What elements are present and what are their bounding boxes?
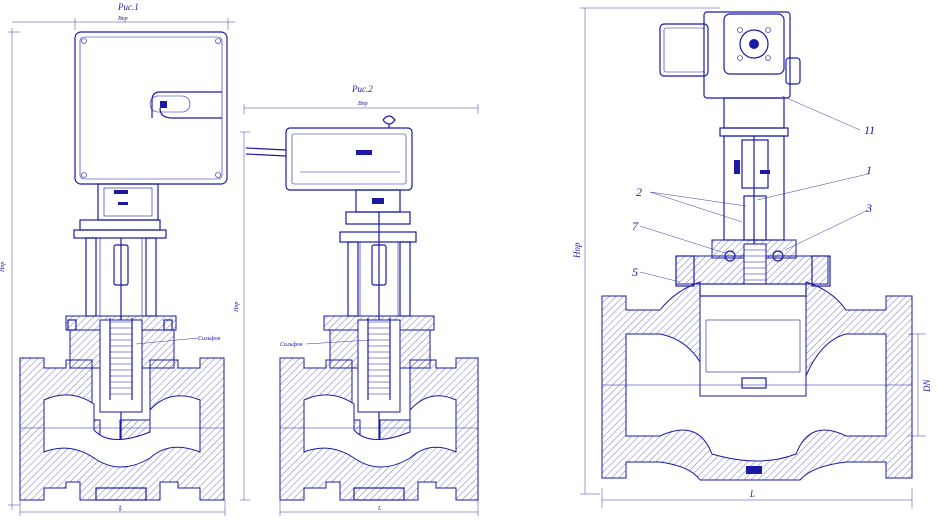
figure-2-title: Рис.2 bbox=[351, 84, 373, 94]
figure-2-part-leader bbox=[305, 339, 371, 345]
callout-7: 7 bbox=[632, 219, 639, 233]
figure-1 bbox=[8, 18, 235, 516]
figure-2 bbox=[240, 104, 479, 516]
callout-2: 2 bbox=[636, 185, 642, 199]
callout-11: 11 bbox=[864, 123, 875, 137]
figure-2-part-label: Сильфон bbox=[280, 341, 303, 348]
bellows-2 bbox=[367, 318, 391, 400]
figure-3-length-label: L bbox=[749, 489, 755, 499]
callout-5: 5 bbox=[632, 265, 638, 279]
figure-3-dn-label: DN bbox=[922, 379, 932, 393]
figure-1-part-label: Сильфон bbox=[198, 335, 221, 342]
callout-1: 1 bbox=[866, 163, 872, 177]
figure-1-title: Рис.1 bbox=[117, 2, 139, 12]
figure-2-height-label: Hпр bbox=[234, 302, 240, 313]
bellows-1 bbox=[109, 318, 133, 400]
figure-3 bbox=[580, 7, 926, 508]
figure-1-width-label: Bпр bbox=[118, 16, 128, 22]
figure-1-part-leader bbox=[135, 337, 199, 345]
figure-2-width-label: Bпр bbox=[358, 101, 368, 107]
callout-3: 3 bbox=[865, 201, 872, 215]
callout-leaders bbox=[639, 95, 869, 283]
figure-2-length-label: L bbox=[377, 506, 382, 512]
figure-1-length-label: L bbox=[118, 506, 123, 512]
figure-3-height-label: Hпр bbox=[572, 242, 582, 259]
figure-1-height-label: Hпр bbox=[0, 262, 6, 273]
